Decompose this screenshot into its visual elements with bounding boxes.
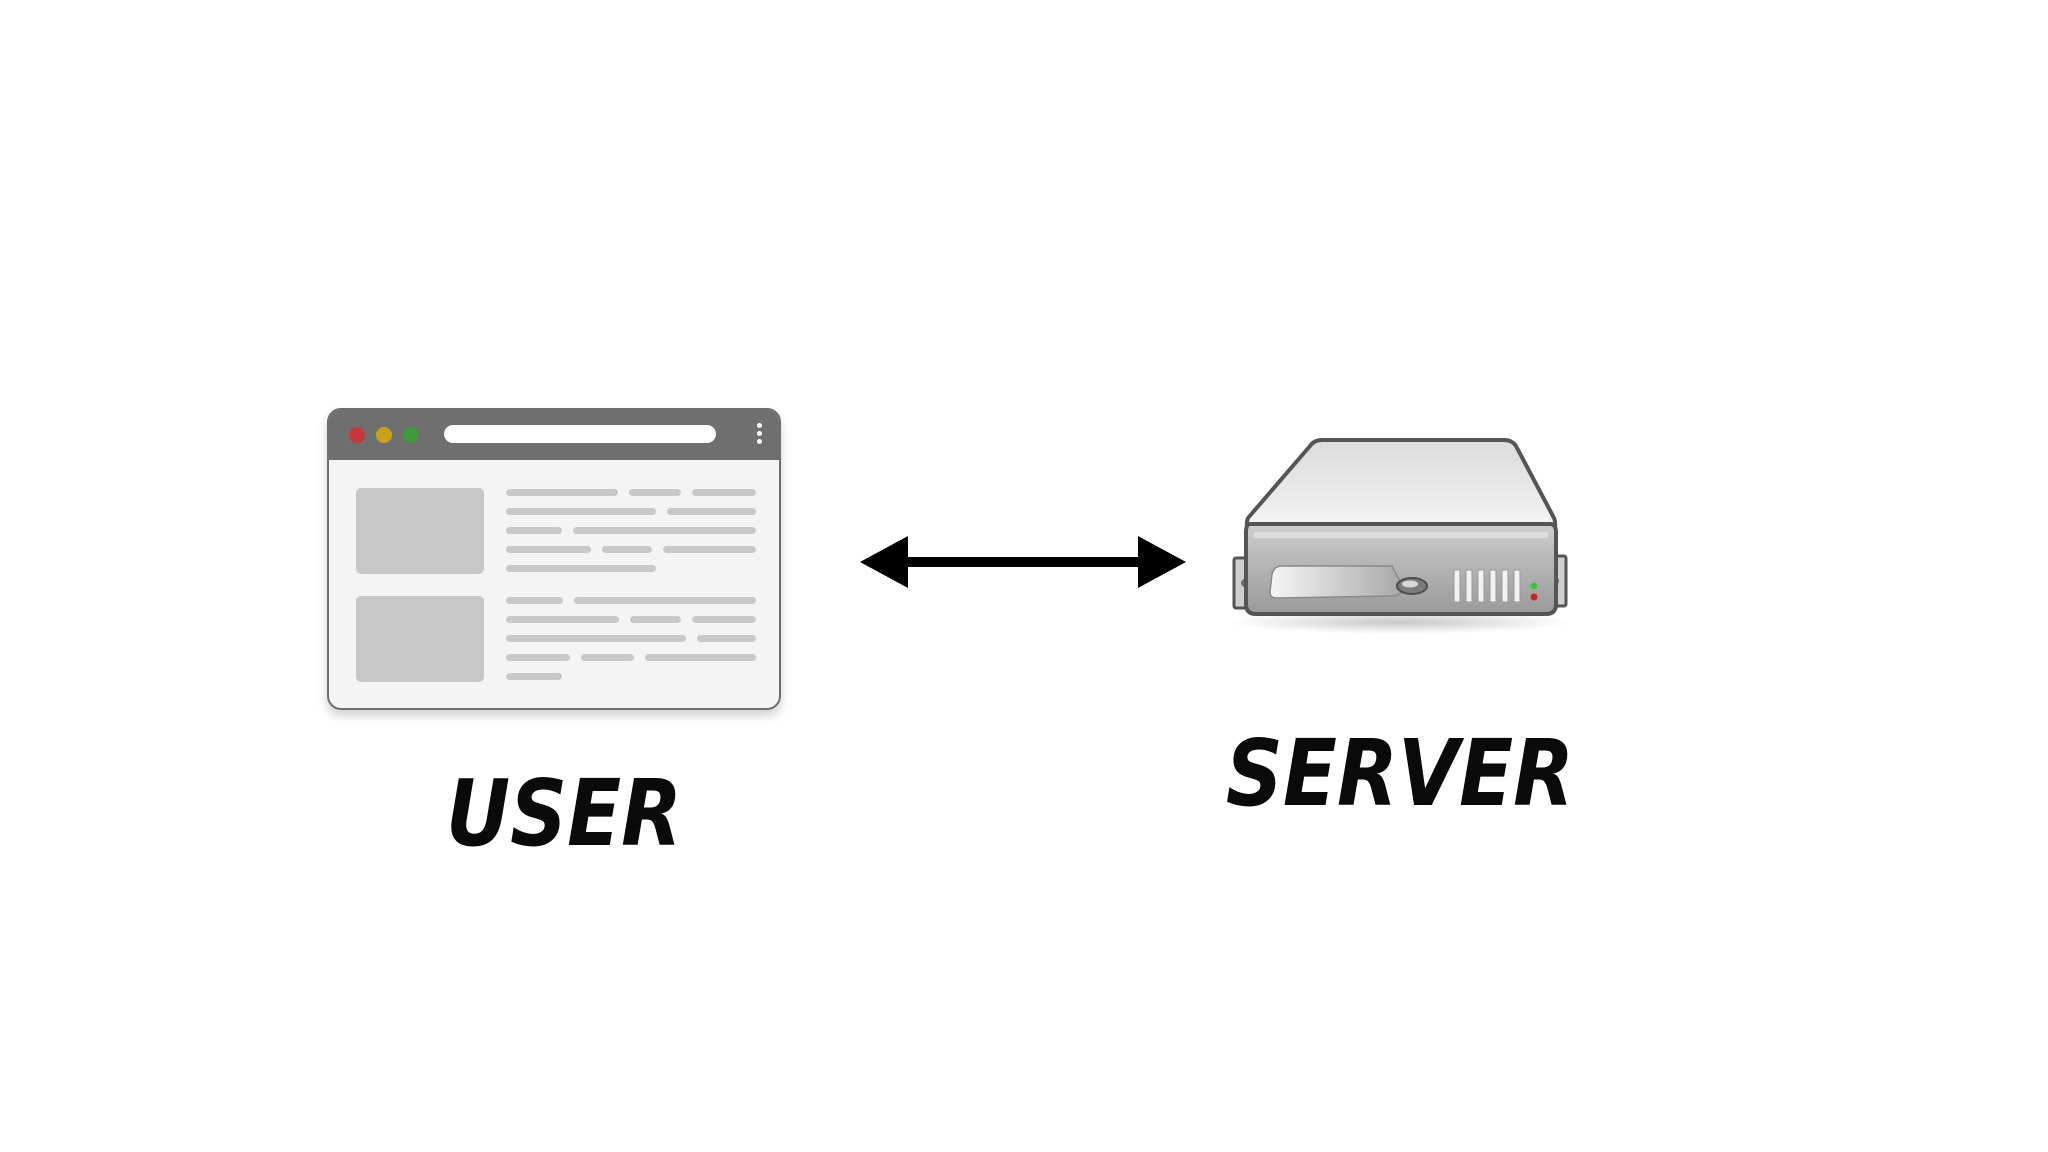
text-line-placeholder bbox=[573, 527, 756, 534]
text-line-placeholder bbox=[692, 616, 756, 623]
server-label: SERVER bbox=[1225, 720, 1575, 827]
browser-minimize-dot-icon bbox=[376, 427, 392, 443]
text-line-placeholder bbox=[663, 546, 756, 553]
text-line-placeholder bbox=[506, 508, 656, 515]
text-line-placeholder bbox=[581, 654, 634, 661]
text-line-placeholder bbox=[630, 616, 681, 623]
browser-maximize-dot-icon bbox=[403, 427, 419, 443]
user-label: USER bbox=[445, 760, 683, 867]
text-line-placeholder bbox=[667, 508, 756, 515]
text-line-placeholder bbox=[506, 565, 656, 572]
text-line-placeholder bbox=[506, 654, 570, 661]
browser-menu-icon bbox=[757, 423, 763, 447]
text-line-placeholder bbox=[506, 546, 591, 553]
browser-window-icon bbox=[327, 408, 781, 710]
text-line-placeholder bbox=[506, 489, 618, 496]
browser-titlebar bbox=[329, 410, 779, 460]
text-line-placeholder bbox=[645, 654, 756, 661]
browser-address-bar bbox=[444, 425, 716, 443]
text-line-placeholder bbox=[602, 546, 652, 553]
content-image-placeholder bbox=[356, 596, 484, 682]
text-line-placeholder bbox=[506, 597, 563, 604]
server-icon bbox=[1228, 438, 1572, 634]
text-line-placeholder bbox=[629, 489, 681, 496]
text-line-placeholder bbox=[506, 635, 686, 642]
content-image-placeholder bbox=[356, 488, 484, 574]
text-line-placeholder bbox=[506, 527, 562, 534]
text-line-placeholder bbox=[506, 673, 562, 680]
text-line-placeholder bbox=[697, 635, 756, 642]
double-headed-arrow-icon bbox=[860, 536, 1186, 588]
text-line-placeholder bbox=[506, 616, 619, 623]
browser-close-dot-icon bbox=[349, 427, 365, 443]
text-line-placeholder bbox=[574, 597, 756, 604]
text-line-placeholder bbox=[692, 489, 756, 496]
